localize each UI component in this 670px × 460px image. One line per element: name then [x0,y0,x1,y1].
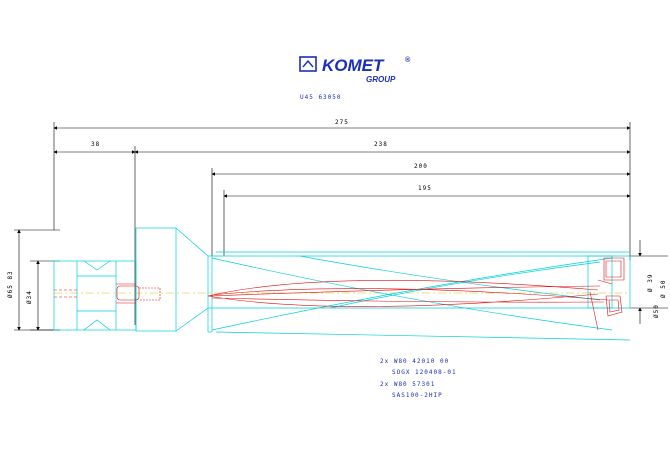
dimension-drilling-depth-label: 195 [418,185,432,192]
part-number: U45 63050 [300,94,342,101]
cutting-insert-inner [605,295,623,317]
collar [135,227,177,332]
dimension-body-length: 200 [211,163,631,256]
dimension-shank-diameter-label: Ø34 [26,290,33,304]
coolant-plug [116,285,140,301]
dimension-overall-length: 275 [53,119,631,260]
taper [175,227,209,332]
komet-logo: KOMET ® GROUP [299,56,411,84]
dimension-drill-diameter-c-label: Ø 50 [660,280,667,298]
dimension-flange-diameter: Ø65 83 [7,229,60,331]
insert-2-line-1: 2x W80 57301 [380,381,435,388]
logo-emblem-mark-icon [302,59,314,68]
dimension-length-from-shank: 238 [134,141,631,154]
internal-geometry [54,257,625,331]
drill-body [208,255,631,309]
logo-emblem-icon [299,56,317,72]
dimension-length-from-shank-label: 238 [374,141,388,148]
logo-group: GROUP [366,75,396,84]
insert-1-line-2: SOGX 120408-01 [392,369,457,376]
dimension-shank-length-label: 38 [91,141,100,148]
dimension-overall-length-label: 275 [335,119,349,126]
tool-outline [53,227,631,341]
logo-name: KOMET [322,56,385,75]
dimension-shank-diameter: Ø34 [26,260,60,331]
dimension-body-length-label: 200 [414,163,428,170]
shank-flange [53,260,137,331]
dimension-flange-diameter-label: Ø65 83 [7,270,14,298]
dimension-shank-length: 38 [53,141,136,325]
dimension-drill-diameter-a-label: Ø 39 [647,274,654,292]
dimension-drill-diameter-b-label: Ø50 [653,304,660,318]
cutting-insert-outer [603,257,625,281]
insert-specification: 2x W80 42010 00 SOGX 120408-01 2x W80 57… [380,358,457,399]
insert-2-line-2: SAS100-2HIP [392,392,443,399]
dimension-drill-diameter: Ø 39 Ø50 Ø 50 [630,240,668,324]
coolant-channels [207,280,609,307]
insert-1-line-1: 2x W80 42010 00 [380,358,449,365]
dimension-drilling-depth: 195 [223,185,631,256]
logo-registered-mark: ® [405,56,411,64]
